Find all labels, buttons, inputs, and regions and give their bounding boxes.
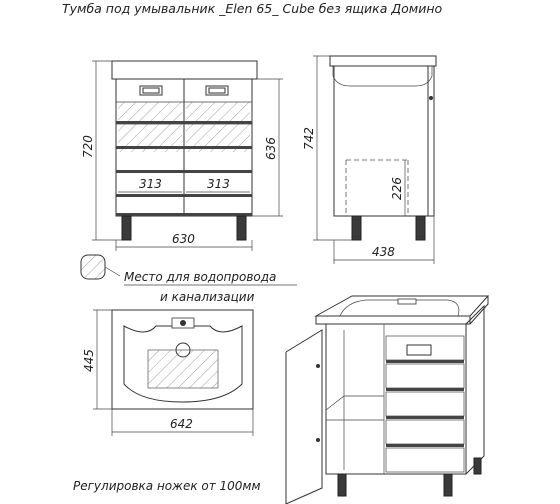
depth-label: 438 bbox=[372, 245, 395, 259]
legend-line-2: и канализации bbox=[160, 290, 255, 304]
side-view: 742 226 438 bbox=[302, 55, 437, 264]
total-height-label: 742 bbox=[302, 127, 316, 150]
front-height-label: 720 bbox=[81, 135, 95, 158]
drawing-title: Тумба под умывальник _Elen 65_ Cube без … bbox=[62, 1, 442, 16]
inner-height-label: 636 bbox=[264, 137, 278, 160]
top-view: 445 642 bbox=[82, 309, 254, 436]
isometric-view bbox=[285, 295, 490, 504]
pipe-height-label: 226 bbox=[390, 177, 404, 200]
top-width-label: 642 bbox=[170, 417, 193, 431]
legend: Место для водопровода и канализации bbox=[80, 254, 297, 304]
front-view: 720 313 313 630 636 bbox=[81, 60, 283, 251]
front-width-label: 630 bbox=[172, 232, 195, 246]
right-door-width-label: 313 bbox=[207, 177, 230, 191]
legend-line-1: Место для водопровода bbox=[124, 270, 276, 284]
footer-note: Регулировка ножек от 100мм bbox=[73, 479, 261, 493]
left-door-width-label: 313 bbox=[139, 177, 162, 191]
top-depth-label: 445 bbox=[82, 349, 96, 372]
